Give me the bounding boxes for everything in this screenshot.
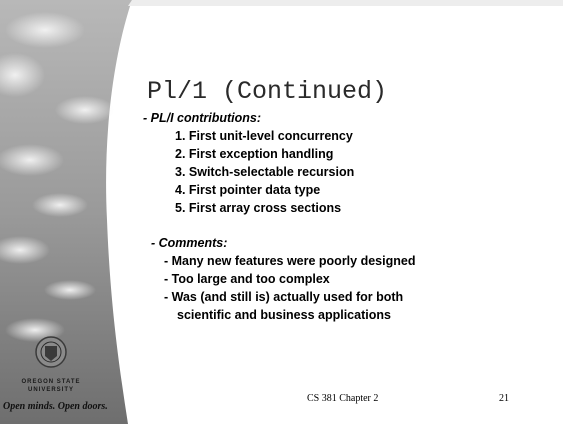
contributions-heading: - PL/I contributions: [143, 111, 262, 125]
slide-title: Pl/1 (Continued) [147, 77, 388, 106]
list-item: - Many new features were poorly designed [164, 254, 416, 268]
list-item: 2. First exception handling [175, 147, 334, 161]
list-item: 4. First pointer data type [175, 183, 321, 197]
page-number: 21 [499, 393, 509, 404]
footer-course: CS 381 Chapter 2 [307, 393, 379, 404]
comments-heading: - Comments: [151, 236, 228, 250]
logo-line-2: UNIVERSITY [27, 387, 74, 393]
list-item: - Was (and still is) actually used for b… [164, 290, 404, 304]
list-item: 1. First unit-level concurrency [175, 129, 353, 143]
tagline: Open minds. Open doors. [3, 401, 108, 412]
list-item: - Too large and too complex [164, 272, 330, 286]
list-item: 5. First array cross sections [175, 201, 342, 215]
logo-line-1: OREGON STATE [21, 379, 81, 385]
list-item: 3. Switch-selectable recursion [175, 165, 355, 179]
university-seal-icon [35, 336, 67, 368]
list-item: scientific and business applications [177, 308, 391, 322]
